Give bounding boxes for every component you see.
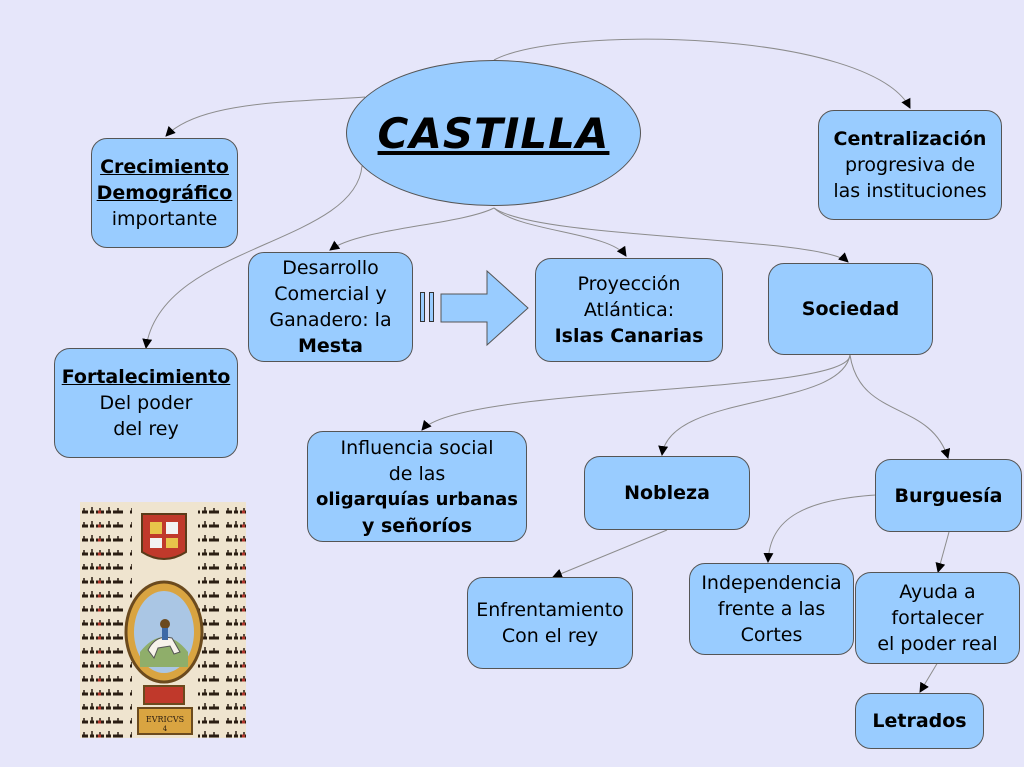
- desarrollo-line1: Desarrollo: [282, 257, 379, 279]
- independencia-line3: Cortes: [740, 624, 803, 646]
- manuscript-illustration: EVRICVS 4: [80, 502, 246, 738]
- centralizacion-line3: las instituciones: [833, 180, 987, 202]
- manuscript-illustration-svg: EVRICVS 4: [80, 502, 246, 738]
- desarrollo-line2: Comercial y: [274, 283, 387, 305]
- fortalecimiento-line3: del rey: [113, 418, 179, 440]
- node-desarrollo: Desarrollo Comercial y Ganadero: la Mest…: [248, 252, 413, 362]
- big-right-arrow: [440, 269, 529, 347]
- manuscript-numeral: 4: [163, 725, 168, 733]
- desarrollo-line3: Ganadero: la: [269, 309, 392, 331]
- edge-ayuda-letrados: [919, 661, 939, 693]
- edge-castilla-sociedad: [493, 207, 849, 263]
- edge-sociedad-influencia: [421, 354, 851, 431]
- edge-castilla-desarrollo: [329, 207, 495, 251]
- influencia-line2: de las: [388, 462, 446, 485]
- ayuda-line1: Ayuda a: [899, 581, 976, 603]
- edge-burguesia-ayuda: [935, 531, 950, 573]
- sociedad-line1: Sociedad: [801, 298, 900, 320]
- castilla-ellipse: CASTILLA: [346, 60, 641, 206]
- node-fortalecimiento: Fortalecimiento Del poder del rey: [54, 348, 238, 458]
- centralizacion-line1: Centralización: [833, 128, 987, 150]
- proyeccion-line3: Islas Canarias: [554, 325, 704, 347]
- ayuda-line2: fortalecer: [891, 607, 984, 629]
- influencia-line1: Influencia social: [340, 436, 494, 459]
- edge-castilla-fortalecimiento: [142, 165, 363, 349]
- edge-nobleza-enfrentamiento: [552, 529, 668, 579]
- crecimiento-line3: importante: [111, 208, 218, 230]
- proyeccion-line1: Proyección: [577, 273, 681, 295]
- edge-castilla-proyeccion: [493, 207, 627, 257]
- double-bar-icon: [420, 292, 438, 324]
- centralizacion-line2: progresiva de: [844, 154, 976, 176]
- edge-sociedad-nobleza: [658, 354, 851, 456]
- castilla-title: CASTILLA: [377, 108, 610, 158]
- enfrentamiento-line1: Enfrentamiento: [476, 599, 624, 621]
- desarrollo-line4: Mesta: [297, 335, 363, 357]
- manuscript-caption: EVRICVS: [146, 715, 184, 724]
- node-burguesia: Burguesía: [875, 459, 1022, 532]
- edge-burguesia-independencia: [763, 493, 901, 563]
- node-centralizacion: Centralización progresiva de las institu…: [818, 110, 1002, 220]
- edge-castilla-crecimiento: [165, 96, 366, 137]
- node-influencia: Influencia social de las oligarquías urb…: [307, 431, 527, 542]
- letrados-line1: Letrados: [872, 710, 967, 732]
- node-sociedad: Sociedad: [768, 263, 933, 355]
- nobleza-line1: Nobleza: [624, 482, 710, 504]
- node-ayuda: Ayuda a fortalecer el poder real: [855, 572, 1020, 664]
- edge-sociedad-burguesia: [849, 354, 951, 459]
- independencia-line2: frente a las: [717, 598, 826, 620]
- influencia-line4: y señoríos: [361, 514, 473, 537]
- fortalecimiento-line1: Fortalecimiento: [61, 366, 231, 388]
- crecimiento-line1: Crecimiento: [100, 156, 229, 178]
- burguesia-line1: Burguesía: [894, 484, 1003, 507]
- node-letrados: Letrados: [855, 693, 984, 749]
- influencia-line3: oligarquías urbanas: [315, 488, 518, 510]
- node-proyeccion: Proyección Atlántica: Islas Canarias: [535, 258, 723, 362]
- enfrentamiento-line2: Con el rey: [501, 625, 599, 647]
- node-nobleza: Nobleza: [584, 456, 750, 530]
- edge-castilla-centralizacion: [493, 38, 911, 109]
- fortalecimiento-line2: Del poder: [99, 392, 193, 414]
- crecimiento-line2: Demográfico: [96, 182, 233, 204]
- node-crecimiento: Crecimiento Demográfico importante: [91, 138, 238, 248]
- node-enfrentamiento: Enfrentamiento Con el rey: [467, 577, 633, 669]
- independencia-line1: Independencia: [701, 572, 842, 594]
- node-independencia: Independencia frente a las Cortes: [689, 563, 854, 655]
- proyeccion-line2: Atlántica:: [583, 299, 675, 321]
- ayuda-line3: el poder real: [877, 633, 998, 655]
